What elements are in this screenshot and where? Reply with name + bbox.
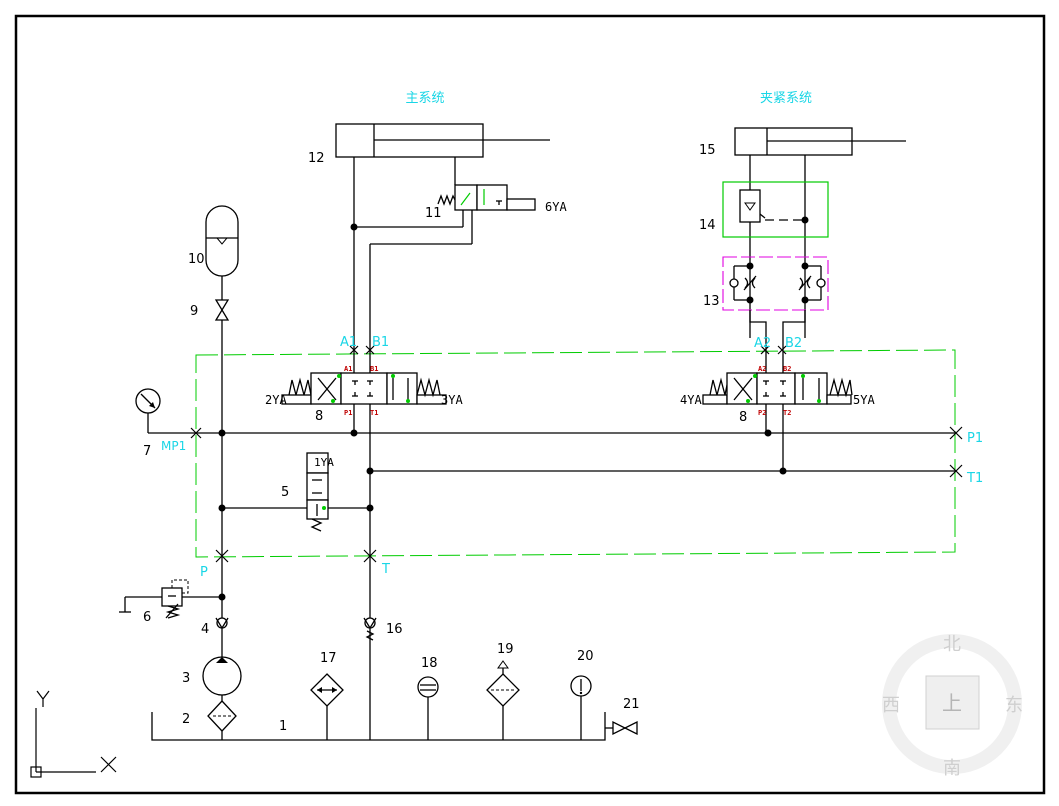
label-13: 13 xyxy=(703,294,720,309)
compass-north[interactable]: 北 xyxy=(943,634,961,655)
suction-filter-2 xyxy=(207,700,237,740)
label-17: 17 xyxy=(320,651,337,666)
shutoff-valve-9 xyxy=(214,299,230,321)
port-label-b1: B1 xyxy=(372,335,389,350)
compass-south[interactable]: 南 xyxy=(943,758,961,779)
port-label-b2: B2 xyxy=(785,336,802,351)
view-cube-top[interactable]: 上 xyxy=(942,691,962,715)
port-label-p: P xyxy=(200,565,208,580)
directional-valve-8-main xyxy=(281,372,447,405)
label-18: 18 xyxy=(421,656,438,671)
view-cube[interactable]: 上 北 南 东 西 xyxy=(882,634,1023,779)
port-label-t: T xyxy=(381,562,390,577)
valve-port-a2: A2 xyxy=(758,365,766,373)
clamp-cylinder xyxy=(734,127,906,156)
drain-valve-21 xyxy=(605,720,638,736)
solenoid-6ya: 6YA xyxy=(545,200,567,214)
throttle-box-13 xyxy=(722,256,829,311)
title-main-system: 主系统 xyxy=(405,91,444,106)
solenoid-5ya: 5YA xyxy=(853,393,875,407)
label-8-main: 8 xyxy=(315,409,323,424)
label-10: 10 xyxy=(188,252,205,267)
compass-west[interactable]: 西 xyxy=(882,695,900,716)
port-label-mp1: MP1 xyxy=(161,439,186,453)
solenoid-4ya: 4YA xyxy=(680,393,702,407)
label-2: 2 xyxy=(182,712,190,727)
air-filter-19 xyxy=(486,660,520,740)
port-label-p1: P1 xyxy=(967,431,983,446)
label-11: 11 xyxy=(425,206,442,221)
label-9: 9 xyxy=(190,304,198,319)
solenoid-3ya: 3YA xyxy=(441,393,463,407)
label-4: 4 xyxy=(201,622,209,637)
label-19: 19 xyxy=(497,642,514,657)
directional-valve-11 xyxy=(437,184,536,211)
title-clamp-system: 夹紧系统 xyxy=(760,91,812,106)
port-label-t1: T1 xyxy=(966,471,983,486)
check-valve-16 xyxy=(363,617,377,641)
valve-port-t1: T1 xyxy=(370,409,378,417)
label-3: 3 xyxy=(182,671,190,686)
level-gauge-18 xyxy=(417,676,439,740)
label-21: 21 xyxy=(623,697,640,712)
label-5: 5 xyxy=(281,485,289,500)
label-12: 12 xyxy=(308,151,325,166)
label-20: 20 xyxy=(577,649,594,664)
pilot-check-box-14 xyxy=(722,181,829,238)
port-markers xyxy=(190,345,963,563)
valve-port-p2: P2 xyxy=(758,409,766,417)
solenoid-1ya: 1YA xyxy=(314,456,334,469)
throttle-check-valves-13 xyxy=(729,262,826,304)
label-7: 7 xyxy=(143,444,151,459)
main-cylinder xyxy=(335,123,550,158)
compass-east[interactable]: 东 xyxy=(1005,695,1023,716)
tank-1 xyxy=(151,712,606,741)
pilot-check-valve-14 xyxy=(739,189,809,224)
label-6: 6 xyxy=(143,610,151,625)
unloading-valve-5 xyxy=(306,452,329,532)
directional-valve-8-clamp xyxy=(702,372,853,405)
port-label-a1: A1 xyxy=(340,335,357,350)
valve-port-b1: B1 xyxy=(370,365,378,373)
relief-valve-6 xyxy=(119,579,189,619)
valve-port-a1: A1 xyxy=(344,365,352,373)
label-14: 14 xyxy=(699,218,716,233)
drawing-frame xyxy=(14,14,1046,795)
cooler-17 xyxy=(310,673,344,740)
valve-port-b2: B2 xyxy=(783,365,791,373)
label-8-clamp: 8 xyxy=(739,410,747,425)
accumulator-10 xyxy=(205,205,239,277)
thermometer-20 xyxy=(570,675,592,740)
label-15: 15 xyxy=(699,143,716,158)
pressure-gauge-7 xyxy=(135,388,161,433)
label-1: 1 xyxy=(279,719,287,734)
valve-port-p1: P1 xyxy=(344,409,352,417)
ucs-axis-icon xyxy=(30,690,117,778)
label-16: 16 xyxy=(386,622,403,637)
port-label-a2: A2 xyxy=(754,336,771,351)
valve-port-t2: T2 xyxy=(783,409,791,417)
solenoid-2ya: 2YA xyxy=(265,393,287,407)
pump-3 xyxy=(202,656,242,701)
check-valve-4 xyxy=(215,617,229,630)
valve-block-boundary xyxy=(195,349,956,558)
